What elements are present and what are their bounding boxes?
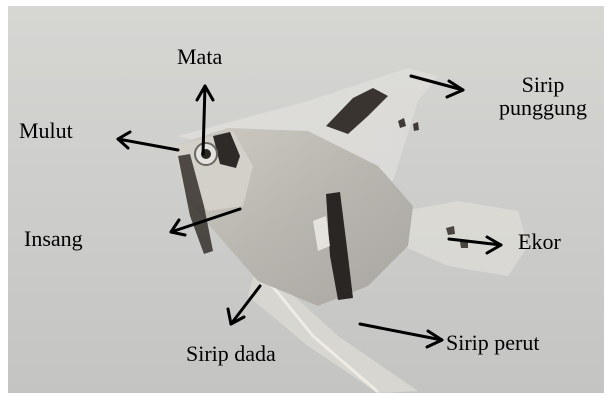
label-ekor: Ekor: [518, 230, 561, 253]
label-mulut: Mulut: [19, 119, 73, 142]
label-sirip-punggung-line2: punggung: [488, 96, 598, 119]
label-insang: Insang: [24, 227, 83, 250]
label-sirip-punggung-line1: Sirip: [488, 73, 598, 96]
label-sirip-punggung: Sirip punggung: [488, 73, 598, 119]
label-mata: Mata: [177, 45, 222, 68]
label-sirip-dada: Sirip dada: [186, 342, 276, 365]
label-sirip-perut: Sirip perut: [446, 331, 540, 354]
